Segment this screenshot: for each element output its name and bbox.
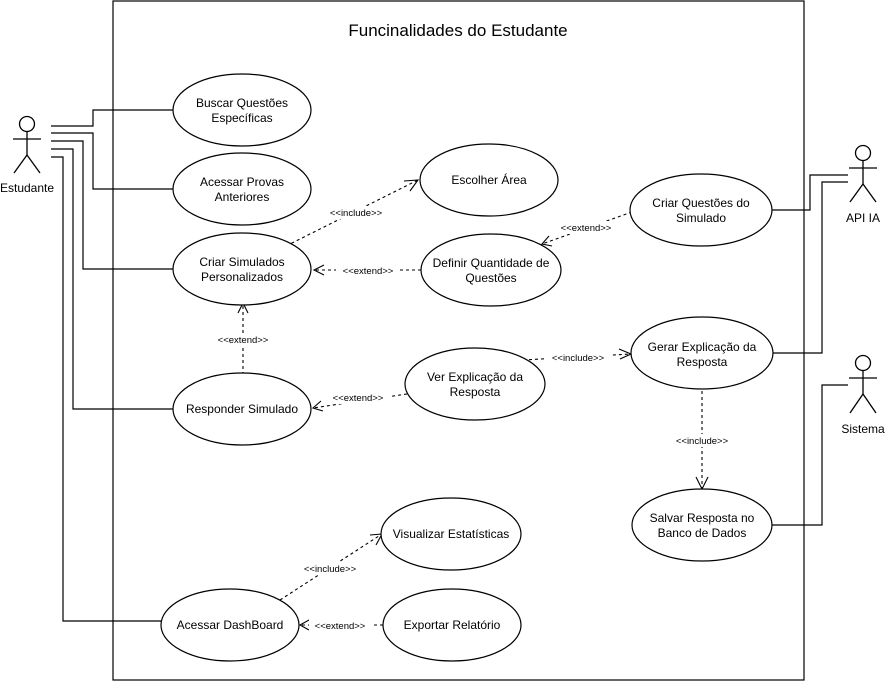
- actor-api-ia[interactable]: API IA: [846, 144, 880, 226]
- dependencies: <<include>> <<extend>> <<extend>> <<exte…: [210, 179, 736, 632]
- svg-text:Resposta: Resposta: [677, 355, 728, 369]
- svg-text:Banco de Dados: Banco de Dados: [658, 526, 747, 540]
- svg-text:Exportar Relatório: Exportar Relatório: [404, 618, 501, 632]
- use-case-exportar-relatorio[interactable]: Exportar Relatório: [382, 588, 522, 662]
- arrowhead-escolher: [403, 179, 420, 192]
- use-case-gerar-explicacao[interactable]: Gerar Explicação da Resposta: [630, 316, 774, 390]
- svg-text:Criar Simulados: Criar Simulados: [199, 255, 284, 269]
- assoc-criarquestoes-apiia: [772, 174, 848, 211]
- actor-label-api-ia: API IA: [846, 211, 880, 225]
- stick-figure-icon: [13, 115, 41, 174]
- svg-text:Definir Quantidade de: Definir Quantidade de: [433, 256, 550, 270]
- svg-text:Salvar Resposta no: Salvar Resposta no: [650, 511, 755, 525]
- arrowhead-dashboard: [298, 619, 310, 631]
- svg-text:Ver Explicação da: Ver Explicação da: [427, 370, 523, 384]
- label-ver-extend-responder: <<extend>>: [333, 393, 384, 404]
- svg-text:Personalizados: Personalizados: [201, 270, 283, 284]
- actor-label-sistema: Sistema: [841, 422, 885, 436]
- assoc-estudante-responder: [51, 148, 173, 410]
- assoc-estudante-dashboard: [51, 156, 161, 622]
- svg-text:Acessar DashBoard: Acessar DashBoard: [177, 618, 284, 632]
- actor-sistema[interactable]: Sistema: [841, 354, 885, 437]
- assoc-estudante-acessar-provas: [51, 132, 173, 190]
- label-criarquestoes-extend-definir: <<extend>>: [561, 223, 612, 234]
- associations: [51, 109, 848, 622]
- stick-figure-icon: [849, 144, 877, 203]
- svg-text:Visualizar Estatísticas: Visualizar Estatísticas: [393, 527, 510, 541]
- use-case-ver-explicacao[interactable]: Ver Explicação da Resposta: [404, 347, 546, 421]
- use-case-buscar-questoes[interactable]: Buscar Questões Específicas: [172, 73, 312, 147]
- actor-label-estudante: Estudante: [0, 181, 54, 195]
- svg-text:Acessar Provas: Acessar Provas: [200, 175, 284, 189]
- label-criar-include-escolher: <<include>>: [330, 208, 383, 219]
- use-case-criar-simulados[interactable]: Criar Simulados Personalizados: [172, 232, 312, 306]
- label-exportar-extend-dashboard: <<extend>>: [315, 621, 366, 632]
- assoc-gerar-apiia: [772, 181, 848, 354]
- dep-criarquestoes-extend-definir: [541, 211, 633, 245]
- svg-text:Gerar Explicação da: Gerar Explicação da: [648, 340, 757, 354]
- arrowhead-criar-from-definir: [312, 264, 325, 276]
- svg-text:Resposta: Resposta: [450, 385, 501, 399]
- svg-text:Anteriores: Anteriores: [215, 190, 270, 204]
- use-case-visualizar-estatisticas[interactable]: Visualizar Estatísticas: [380, 497, 522, 571]
- svg-text:Buscar Questões: Buscar Questões: [196, 96, 288, 110]
- actor-estudante[interactable]: Estudante: [0, 115, 54, 196]
- svg-text:Questões: Questões: [465, 271, 516, 285]
- label-ver-include-gerar: <<include>>: [552, 353, 605, 364]
- assoc-salvar-sistema: [772, 384, 848, 526]
- use-case-criar-questoes[interactable]: Criar Questões do Simulado: [629, 173, 773, 247]
- arrowhead-responder: [311, 400, 324, 412]
- svg-text:Criar Questões do: Criar Questões do: [652, 196, 750, 210]
- svg-text:Simulado: Simulado: [676, 211, 726, 225]
- label-responder-extend-criar: <<extend>>: [218, 335, 269, 346]
- arrowhead-definir: [540, 235, 553, 247]
- system-title: Funcinalidades do Estudante: [348, 21, 567, 40]
- use-case-acessar-provas[interactable]: Acessar Provas Anteriores: [172, 152, 312, 226]
- assoc-estudante-criar-simulados: [51, 140, 173, 270]
- use-case-salvar-resposta[interactable]: Salvar Resposta no Banco de Dados: [631, 488, 773, 562]
- svg-text:Responder Simulado: Responder Simulado: [186, 402, 298, 416]
- use-case-definir-quantidade[interactable]: Definir Quantidade de Questões: [420, 233, 562, 307]
- use-case-acessar-dashboard[interactable]: Acessar DashBoard: [160, 588, 300, 662]
- use-case-responder-simulado[interactable]: Responder Simulado: [172, 372, 312, 446]
- label-gerar-include-salvar: <<include>>: [676, 436, 729, 447]
- svg-text:Específicas: Específicas: [211, 111, 272, 125]
- dep-ver-extend-responder: [312, 393, 408, 409]
- svg-text:Escolher Área: Escolher Área: [451, 172, 527, 187]
- label-definir-extend-criar: <<extend>>: [343, 266, 394, 277]
- assoc-estudante-buscar: [51, 109, 173, 127]
- use-case-escolher-area[interactable]: Escolher Área: [419, 143, 559, 217]
- stick-figure-icon: [849, 354, 877, 414]
- label-dashboard-include-estatisticas: <<include>>: [304, 564, 357, 575]
